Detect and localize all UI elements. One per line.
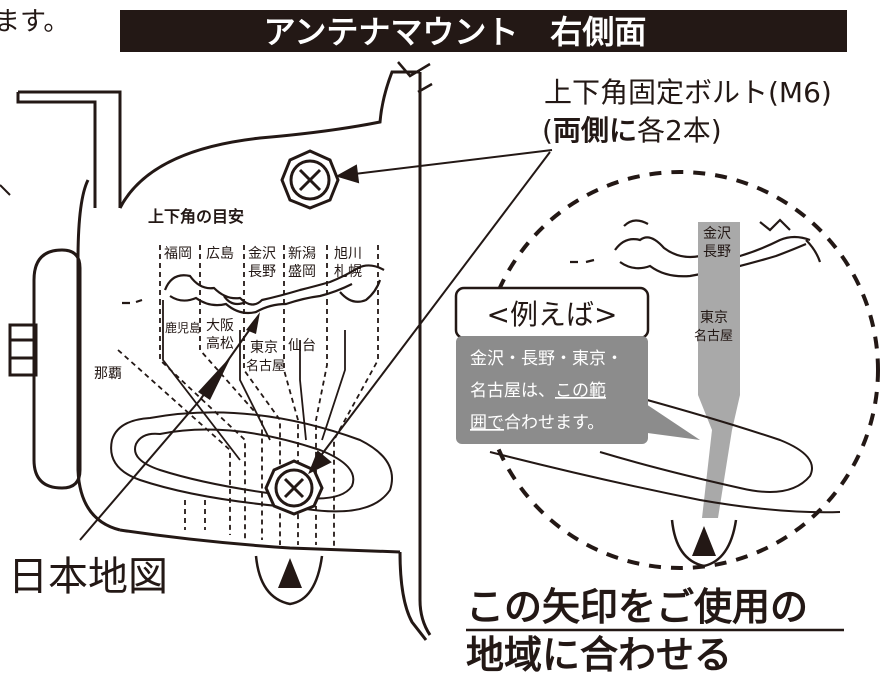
band-bottom-label-1: 東京 <box>700 310 728 326</box>
mount-body-drawing <box>8 61 433 641</box>
example-body-line2: 名古屋は、この範 <box>470 381 606 401</box>
label-morioka: 盛岡 <box>288 264 316 280</box>
example-body-line1: 金沢・長野・東京・ <box>470 349 623 369</box>
map-label: 日本地図 <box>8 554 168 600</box>
label-asahikawa: 旭川 <box>334 246 362 262</box>
label-naha: 那覇 <box>94 366 122 382</box>
label-tokyo: 東京 <box>250 340 278 356</box>
example-box <box>454 286 700 444</box>
instruction-line2: 地域に合わせる <box>466 633 732 677</box>
zoom-slot <box>599 397 813 493</box>
lower-bolt-icon <box>264 459 324 516</box>
scale-title: 上下角の目安 <box>148 207 244 226</box>
label-niigata: 新潟 <box>288 246 316 262</box>
example-body-line3: 囲で合わせます。 <box>470 413 604 433</box>
top-left-text-fragment: ます。 <box>0 7 69 37</box>
bolt-callout-line2: (両側に各2本) <box>542 114 722 147</box>
label-hiroshima: 広島 <box>206 246 234 262</box>
label-sapporo: 札幌 <box>334 264 362 280</box>
japan-map-outline <box>122 264 385 315</box>
zoom-japan-map <box>570 218 822 278</box>
angle-pointer-left <box>254 555 324 606</box>
bolt-callout-line1: 上下角固定ボルト(M6) <box>544 76 832 109</box>
upper-bolt-icon <box>280 149 340 210</box>
bolt-callout-lines <box>308 149 553 475</box>
label-takamatsu: 高松 <box>206 335 234 352</box>
label-kagoshima: 鹿児島 <box>165 320 201 335</box>
label-nagano: 長野 <box>248 264 276 280</box>
band-bottom-label-2: 名古屋 <box>694 328 733 344</box>
header-bar <box>120 10 847 52</box>
range-band <box>698 222 740 518</box>
scale-top-labels: 福岡 広島 金沢 長野 新潟 盛岡 旭川 札幌 <box>164 246 362 280</box>
bolt-slot <box>110 411 393 513</box>
scale-solid-lines <box>162 300 346 461</box>
label-kanazawa: 金沢 <box>248 246 276 262</box>
band-top-label-1: 金沢 <box>703 226 731 242</box>
instruction-line1: この矢印をご使用の <box>466 585 808 629</box>
map-label-pointer-line <box>79 399 201 541</box>
label-nagoya: 名古屋 <box>246 358 285 374</box>
scale-lower-labels: 鹿児島 大阪 高松 東京 名古屋 仙台 那覇 <box>94 318 316 382</box>
label-sendai: 仙台 <box>288 338 316 354</box>
band-top-label-2: 長野 <box>703 244 731 260</box>
label-fukuoka: 福岡 <box>164 246 192 262</box>
angle-pointer-zoom <box>670 519 738 568</box>
example-heading: <例えば> <box>487 298 618 331</box>
header-title: アンテナマウント 右側面 <box>264 13 647 51</box>
label-osaka: 大阪 <box>206 318 234 334</box>
